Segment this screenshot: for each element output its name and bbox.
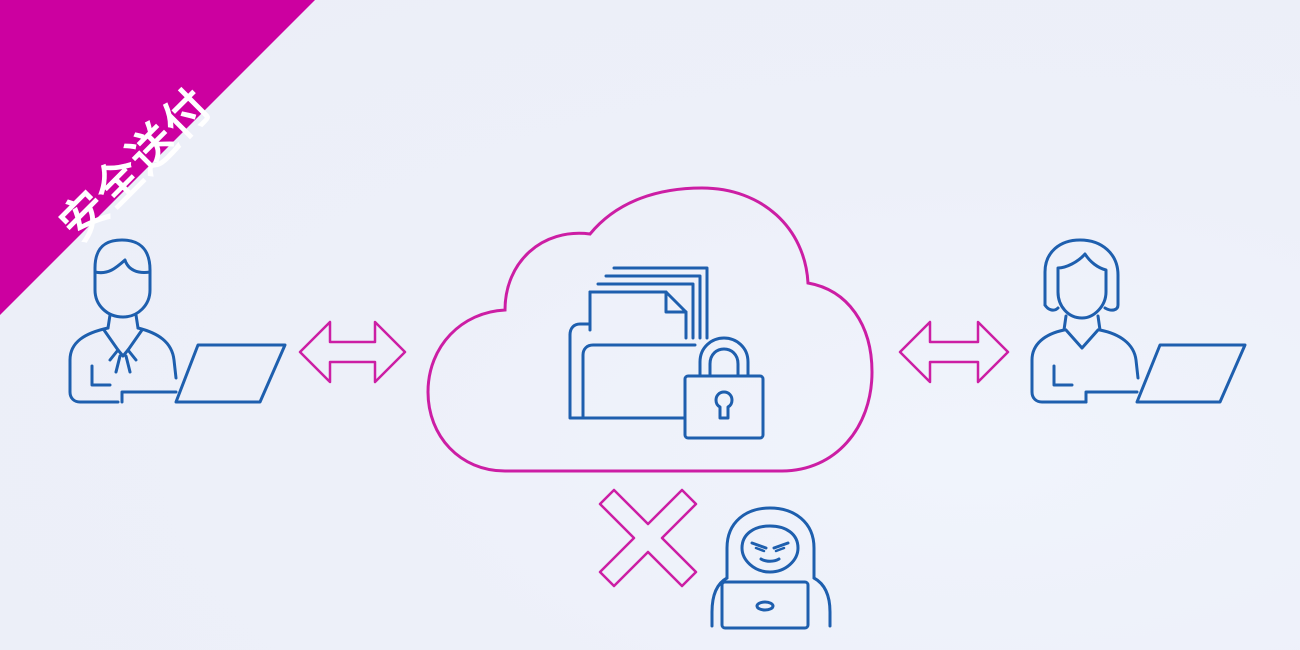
padlock-icon bbox=[683, 336, 765, 440]
cross-icon bbox=[598, 488, 698, 588]
file-folder-icon bbox=[568, 266, 709, 420]
hooded-hacker-icon bbox=[710, 506, 832, 630]
cloud-icon bbox=[426, 186, 874, 473]
bidirectional-arrow-right bbox=[898, 320, 1010, 384]
bidirectional-arrow-left bbox=[298, 320, 407, 384]
recipient-woman-icon bbox=[1030, 238, 1247, 404]
corner-ribbon bbox=[0, 0, 315, 315]
sender-man-icon bbox=[68, 238, 287, 404]
